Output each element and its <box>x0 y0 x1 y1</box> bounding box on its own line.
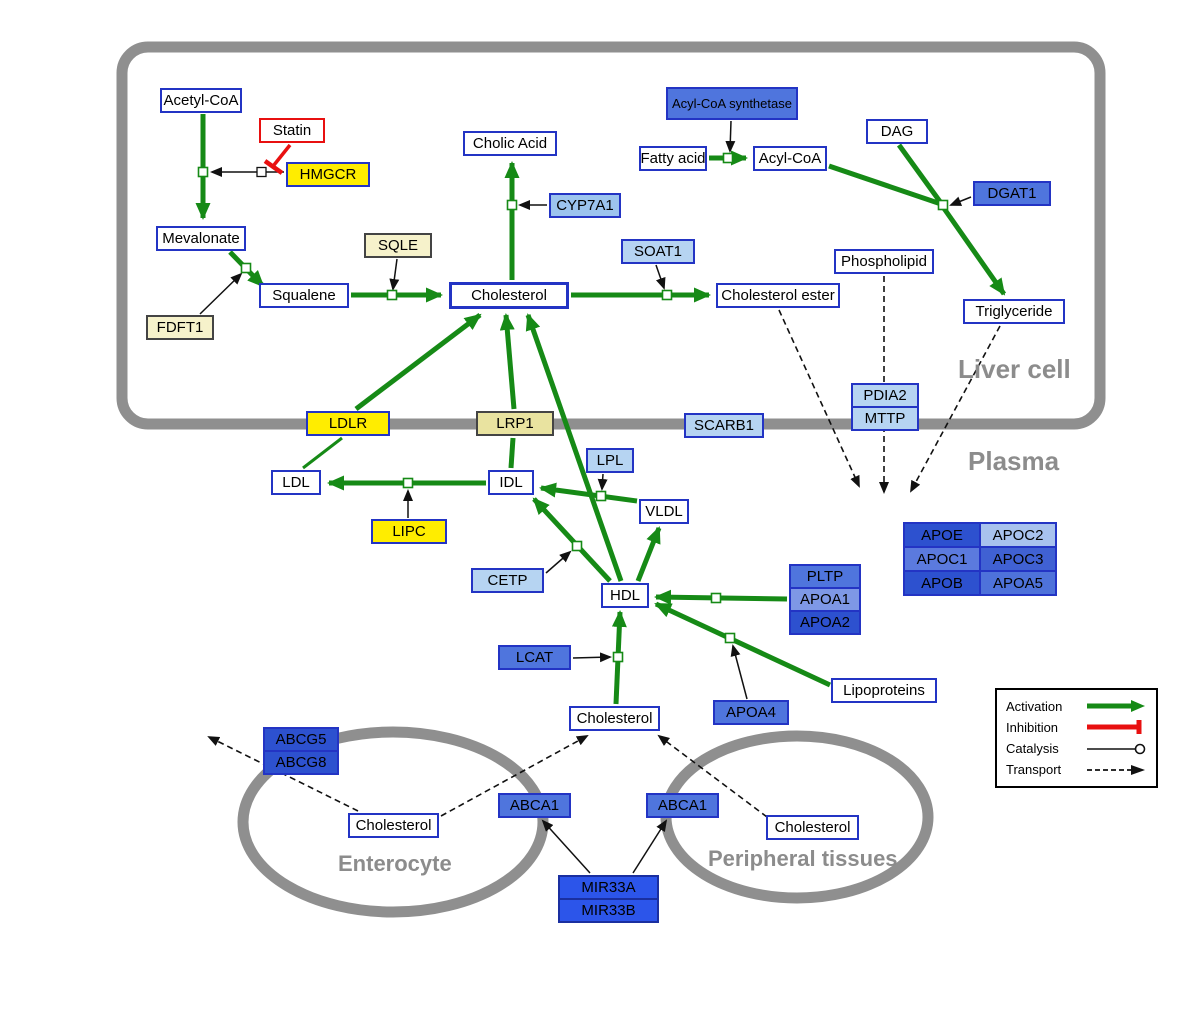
node-mir33a[interactable]: MIR33A <box>558 875 659 900</box>
legend-transport-row: Transport <box>1006 761 1147 779</box>
node-ldl[interactable]: LDL <box>271 470 321 495</box>
node-sqle[interactable]: SQLE <box>364 233 432 258</box>
node-cholesterol-peripheral[interactable]: Cholesterol <box>766 815 859 840</box>
node-acyl-coa-synthetase[interactable]: Acyl-CoA synthetase <box>666 87 798 120</box>
node-abca1-right[interactable]: ABCA1 <box>646 793 719 818</box>
compartment-outlines <box>116 41 1106 918</box>
node-scarb1[interactable]: SCARB1 <box>684 413 764 438</box>
node-apoa5[interactable]: APOA5 <box>979 570 1057 596</box>
node-lpl[interactable]: LPL <box>586 448 634 473</box>
node-apoc1[interactable]: APOC1 <box>903 546 981 572</box>
node-abca1-left[interactable]: ABCA1 <box>498 793 571 818</box>
peripheral-tissues-label: Peripheral tissues <box>708 846 898 871</box>
legend-activation-row: Activation <box>1006 697 1147 715</box>
legend-transport-label: Transport <box>1006 762 1062 778</box>
node-pdia2[interactable]: PDIA2 <box>851 383 919 408</box>
node-apob[interactable]: APOB <box>903 570 981 596</box>
inhibition-target-node <box>256 166 267 178</box>
node-vldl[interactable]: VLDL <box>639 499 689 524</box>
node-mevalonate[interactable]: Mevalonate <box>156 226 246 251</box>
legend-catalysis-row: Catalysis <box>1006 740 1147 758</box>
node-lipc[interactable]: LIPC <box>371 519 447 544</box>
node-abcg8[interactable]: ABCG8 <box>263 750 339 775</box>
transport-dashed-arrow-icon <box>1087 764 1145 775</box>
node-apoa1[interactable]: APOA1 <box>789 587 861 612</box>
node-squalene[interactable]: Squalene <box>259 283 349 308</box>
node-lipoproteins[interactable]: Lipoproteins <box>831 678 937 703</box>
node-lrp1[interactable]: LRP1 <box>476 411 554 436</box>
node-dgat1[interactable]: DGAT1 <box>973 181 1051 206</box>
catalysis-circle-icon <box>1087 743 1146 754</box>
enterocyte-label: Enterocyte <box>338 851 452 876</box>
node-cholic-acid[interactable]: Cholic Acid <box>463 131 557 156</box>
inhibition-edge <box>263 143 292 175</box>
node-hmgcr[interactable]: HMGCR <box>286 162 370 187</box>
node-triglyceride[interactable]: Triglyceride <box>963 299 1065 324</box>
node-cholesterol-enterocyte[interactable]: Cholesterol <box>348 813 439 838</box>
node-hdl[interactable]: HDL <box>601 583 649 608</box>
node-idl[interactable]: IDL <box>488 470 534 495</box>
node-mir33b[interactable]: MIR33B <box>558 898 659 923</box>
node-fatty-acid[interactable]: Fatty acid <box>639 146 707 171</box>
activation-arrow-icon <box>1087 700 1145 712</box>
node-lcat[interactable]: LCAT <box>498 645 571 670</box>
node-fdft1[interactable]: FDFT1 <box>146 315 214 340</box>
plasma-label: Plasma <box>968 446 1060 476</box>
node-apoe[interactable]: APOE <box>903 522 981 548</box>
node-apoc2[interactable]: APOC2 <box>979 522 1057 548</box>
node-acetyl-coa[interactable]: Acetyl-CoA <box>160 88 242 113</box>
node-phospholipid[interactable]: Phospholipid <box>834 249 934 274</box>
inhibition-tbar-icon <box>1087 720 1142 735</box>
node-cholesterol-plasma[interactable]: Cholesterol <box>569 706 660 731</box>
legend-activation-label: Activation <box>1006 698 1063 714</box>
node-apoc3[interactable]: APOC3 <box>979 546 1057 572</box>
node-soat1[interactable]: SOAT1 <box>621 239 695 264</box>
node-apoa2[interactable]: APOA2 <box>789 610 861 635</box>
node-cholesterol-liver[interactable]: Cholesterol <box>449 282 569 309</box>
legend-catalysis-label: Catalysis <box>1006 741 1059 757</box>
node-apoa4[interactable]: APOA4 <box>713 700 789 725</box>
node-abcg5[interactable]: ABCG5 <box>263 727 339 752</box>
node-mttp[interactable]: MTTP <box>851 406 919 431</box>
legend: Activation Inhibition Catalysis Transpor… <box>995 688 1158 788</box>
node-dag[interactable]: DAG <box>866 119 928 144</box>
legend-inhibition-row: Inhibition <box>1006 718 1147 736</box>
node-acyl-coa[interactable]: Acyl-CoA <box>753 146 827 171</box>
node-cetp[interactable]: CETP <box>471 568 544 593</box>
node-pltp[interactable]: PLTP <box>789 564 861 589</box>
node-statin[interactable]: Statin <box>259 118 325 143</box>
node-cyp7a1[interactable]: CYP7A1 <box>549 193 621 218</box>
node-ldlr[interactable]: LDLR <box>306 411 390 436</box>
legend-inhibition-label: Inhibition <box>1006 719 1059 735</box>
liver-cell-label: Liver cell <box>958 354 1071 384</box>
node-cholesterol-ester[interactable]: Cholesterol ester <box>716 283 840 308</box>
liver-cell-outline <box>116 41 1106 430</box>
catalysis-edges <box>199 120 972 874</box>
reaction-nodes <box>197 152 949 663</box>
